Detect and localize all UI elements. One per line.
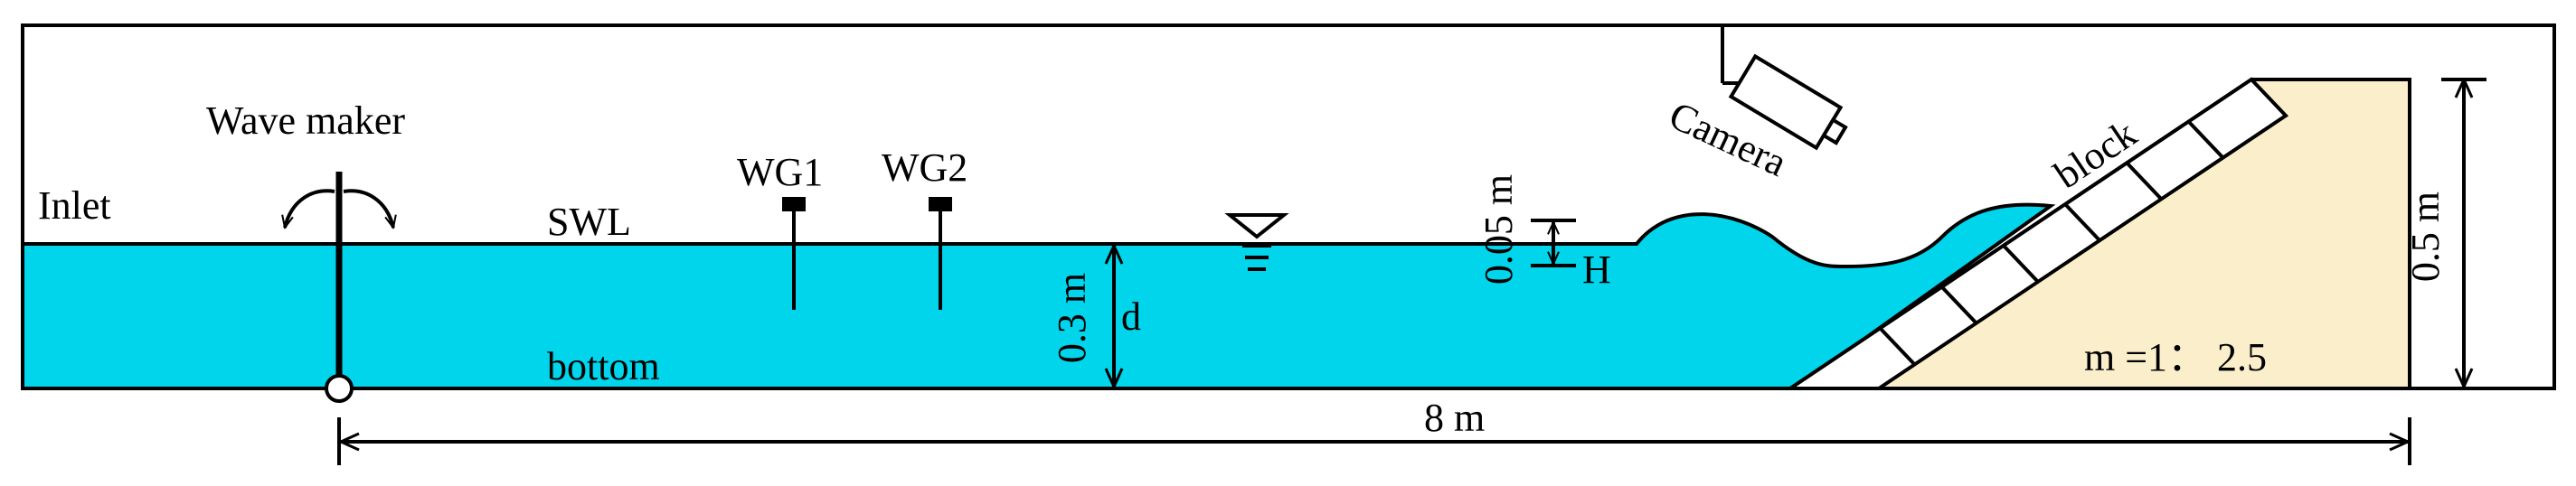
flume-length-dimension [337,417,2411,465]
inlet-label: Inlet [38,183,111,228]
wave-height-symbol-label: H [1582,248,1611,292]
wave-height-dimension [1531,219,1576,267]
flume-length-label: 8 m [1424,396,1485,440]
wave-gauge-1 [782,197,806,310]
wave-height-value-label: 0.05 m [1477,174,1521,285]
wave-maker-pivot [325,374,354,403]
water-level-symbol [1224,213,1289,271]
depth-symbol-label: d [1121,294,1141,339]
wave-maker [285,172,393,403]
rotate-left-arrow-icon [285,189,335,228]
water-body [21,202,2056,390]
wave-gauge-2 [929,197,952,310]
wg1-label: WG1 [737,150,823,194]
structure-height-label: 0.5 m [2403,192,2448,282]
wave-maker-label: Wave maker [206,98,405,143]
armour-blocks [1784,77,2289,390]
wg2-label: WG2 [882,145,967,190]
bottom-label: bottom [547,344,660,388]
swl-label: SWL [547,200,631,244]
slope-ratio-label: m =1： 2.5 [2084,335,2267,379]
camera-icon [1721,27,1848,151]
rotate-right-arrow-icon [343,189,393,228]
depth-value-label: 0.3 m [1050,273,1094,363]
